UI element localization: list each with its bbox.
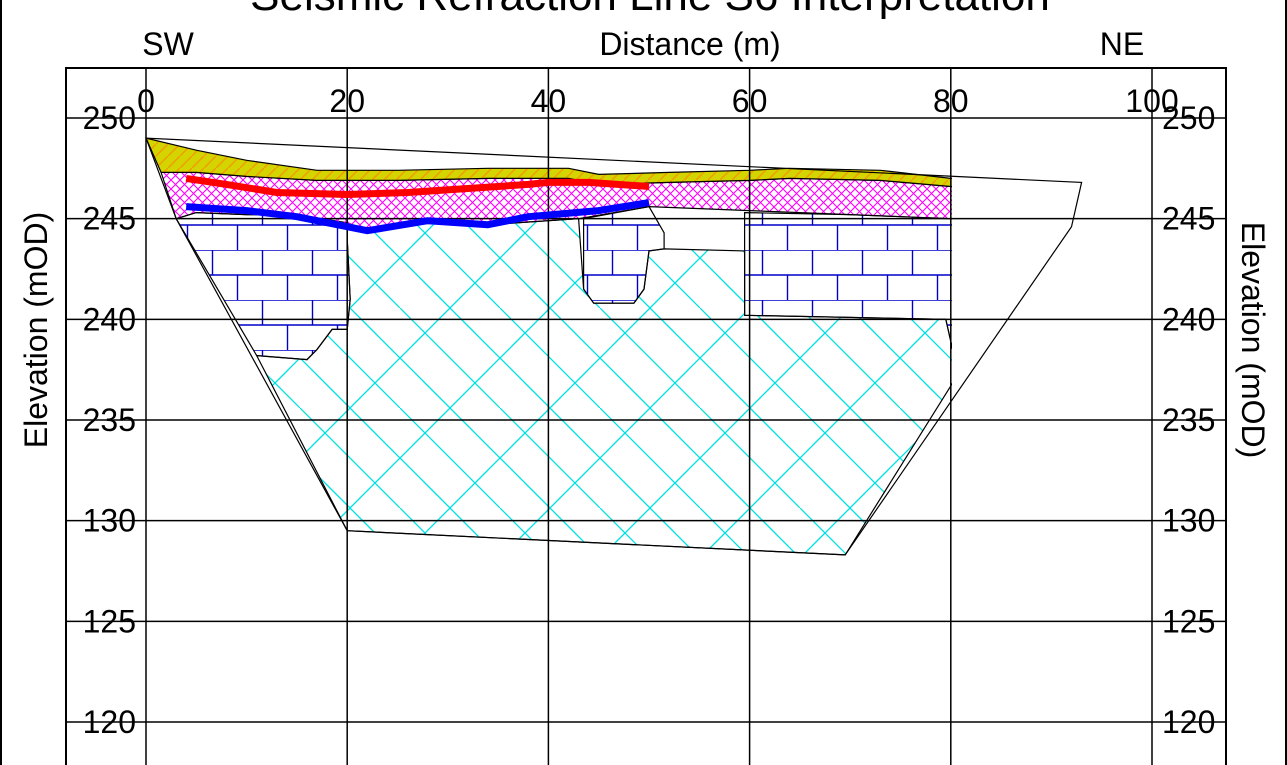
y-tick-label-left-120: 120 xyxy=(83,704,136,740)
section-boundary xyxy=(145,137,1083,556)
y-tick-label-right-235: 235 xyxy=(1162,402,1215,438)
red-line xyxy=(185,174,650,198)
y-tick-label-right-130: 130 xyxy=(1162,503,1215,539)
section-outline xyxy=(145,137,1083,556)
y-tick-label-left-125: 125 xyxy=(83,603,136,639)
y-tick-label-right-250: 250 xyxy=(1162,100,1215,136)
y-tick-label-right-120: 120 xyxy=(1162,704,1215,740)
gridlines xyxy=(66,68,1226,765)
y-axis-label-left: Elevation (mOD) xyxy=(18,212,54,449)
x-tick-label-40: 40 xyxy=(531,83,567,119)
x-tick-label-60: 60 xyxy=(732,83,768,119)
velocity-lines xyxy=(185,174,650,235)
chart-title: Seismic Refraction Line S6 Interpretatio… xyxy=(250,0,1050,20)
y-tick-labels-right: 250 245 240 235 130 125 120 xyxy=(1162,100,1215,740)
x-tick-label-20: 20 xyxy=(329,83,365,119)
y-tick-label-right-245: 245 xyxy=(1162,201,1215,237)
y-tick-labels-left: 250 245 240 235 130 125 120 xyxy=(83,100,136,740)
x-tick-label-0: 0 xyxy=(137,83,155,119)
plot-area-border xyxy=(65,67,1227,765)
y-tick-label-left-240: 240 xyxy=(83,301,136,337)
direction-label-sw: SW xyxy=(142,26,194,62)
y-tick-label-left-130: 130 xyxy=(83,503,136,539)
y-tick-label-left-245: 245 xyxy=(83,201,136,237)
direction-label-ne: NE xyxy=(1100,26,1144,62)
y-tick-label-left-235: 235 xyxy=(83,402,136,438)
y-axis-label-right: Elevation (mOD) xyxy=(1235,222,1271,459)
x-tick-labels: 0 20 40 60 80 100 xyxy=(137,83,1179,119)
x-axis-label: Distance (m) xyxy=(599,26,780,62)
y-tick-label-right-125: 125 xyxy=(1162,603,1215,639)
y-tick-label-left-250: 250 xyxy=(83,100,136,136)
y-tick-label-right-240: 240 xyxy=(1162,301,1215,337)
x-tick-label-100: 100 xyxy=(1125,83,1178,119)
x-tick-label-80: 80 xyxy=(933,83,969,119)
blue-line xyxy=(185,199,650,235)
limestone-mid-layer xyxy=(582,205,665,304)
